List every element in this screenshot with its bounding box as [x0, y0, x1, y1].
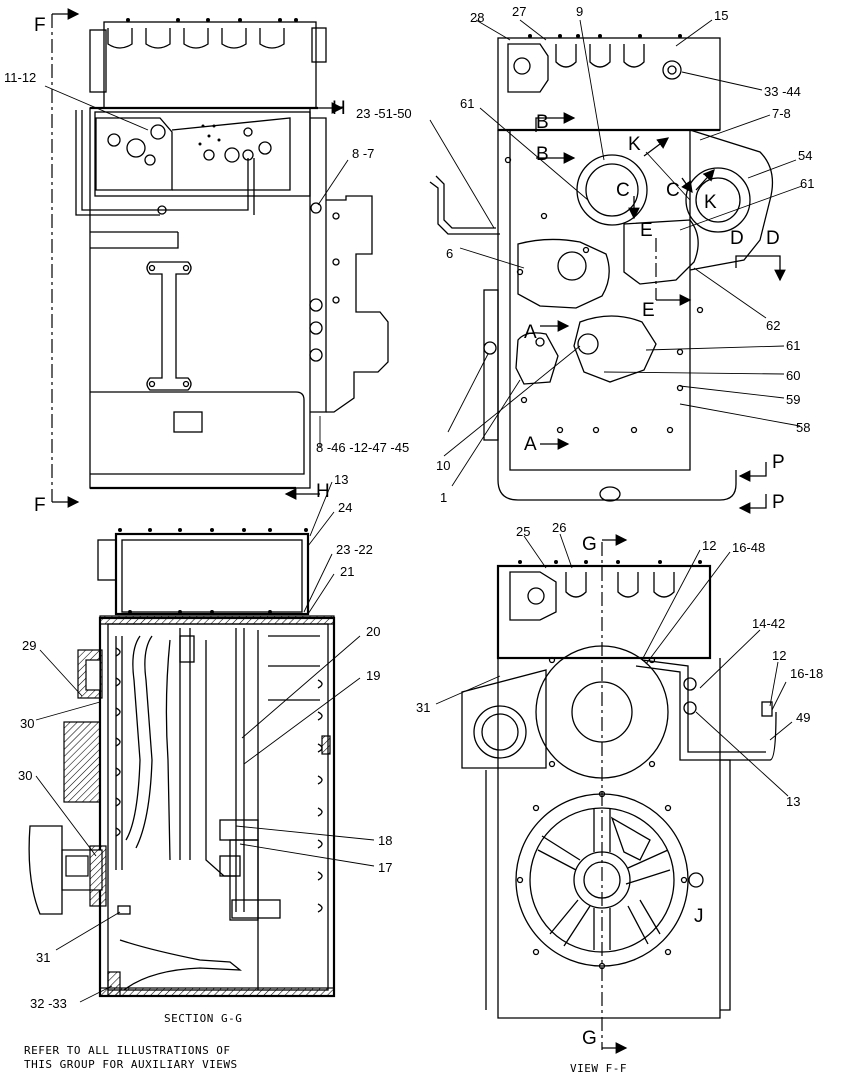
section-letter-d1: D — [730, 228, 744, 249]
callout-32-33: 32 -33 — [30, 996, 67, 1011]
callout-33-44: 33 -44 — [764, 84, 801, 99]
callout-61a: 61 — [460, 96, 474, 111]
section-letter-b1: B — [536, 112, 549, 133]
note-line-2: THIS GROUP FOR AUXILIARY VIEWS — [24, 1058, 238, 1071]
callout-49: 49 — [796, 710, 810, 725]
section-letter-g-bottom: G — [582, 1028, 597, 1049]
section-letter-f-top: F — [34, 15, 46, 36]
section-letter-c2: C — [666, 180, 680, 201]
callout-31-vf: 31 — [416, 700, 430, 715]
callout-16-48: 16-48 — [732, 540, 765, 555]
callout-18: 18 — [378, 833, 392, 848]
callout-27: 27 — [512, 4, 526, 19]
callout-62: 62 — [766, 318, 780, 333]
side-view-top-left: F F H H — [4, 8, 500, 516]
view-f-f: G G J 25 26 12 16-48 14-42 12 16-18 49 3… — [416, 520, 823, 1075]
callout-61b: 61 — [800, 176, 814, 191]
section-letter-j: J — [694, 906, 704, 927]
caption-view-f-f: VIEW F-F — [570, 1062, 627, 1075]
callout-13-gg: 13 — [334, 472, 348, 487]
callout-31-gg: 31 — [36, 950, 50, 965]
section-letter-k1: K — [628, 134, 641, 155]
callout-58: 58 — [796, 420, 810, 435]
section-letter-a1: A — [524, 322, 537, 343]
callout-14-42: 14-42 — [752, 616, 785, 631]
callout-24: 24 — [338, 500, 352, 515]
callout-8-46-12-47-45: 8 -46 -12-47 -45 — [316, 440, 409, 455]
section-letter-g-top: G — [582, 534, 597, 555]
callout-23-51-50: 23 -51-50 — [356, 106, 412, 121]
callout-21: 21 — [340, 564, 354, 579]
callout-61c: 61 — [786, 338, 800, 353]
callout-7-8: 7-8 — [772, 106, 791, 121]
callout-17: 17 — [378, 860, 392, 875]
callout-28: 28 — [470, 10, 484, 25]
callout-20: 20 — [366, 624, 380, 639]
section-letter-k2: K — [704, 192, 717, 213]
callout-30b: 30 — [18, 768, 32, 783]
callout-59: 59 — [786, 392, 800, 407]
callout-16-18: 16-18 — [790, 666, 823, 681]
callout-11-12: 11-12 — [4, 70, 36, 85]
callout-54: 54 — [798, 148, 812, 163]
callout-12a: 12 — [702, 538, 716, 553]
section-g-g-view: 13 24 23 -22 21 20 19 29 30 30 18 17 31 … — [18, 472, 392, 1071]
section-letter-e1: E — [640, 220, 653, 241]
front-view-top-right: B B K K C C E E D D A A P P — [436, 4, 814, 514]
callout-25: 25 — [516, 524, 530, 539]
callout-26: 26 — [552, 520, 566, 535]
section-letter-p1: P — [772, 452, 785, 473]
callout-1: 1 — [440, 490, 447, 505]
callout-30a: 30 — [20, 716, 34, 731]
callout-9: 9 — [576, 4, 583, 19]
callout-29: 29 — [22, 638, 36, 653]
callout-10: 10 — [436, 458, 450, 473]
section-letter-a2: A — [524, 434, 537, 455]
callout-6: 6 — [446, 246, 453, 261]
section-letter-d2: D — [766, 228, 780, 249]
note-line-1: REFER TO ALL ILLUSTRATIONS OF — [24, 1044, 231, 1057]
callout-8-7: 8 -7 — [352, 146, 374, 161]
callout-19: 19 — [366, 668, 380, 683]
section-letter-e2: E — [642, 300, 655, 321]
callout-15: 15 — [714, 8, 728, 23]
section-letter-c1: C — [616, 180, 630, 201]
section-letter-f-bottom: F — [34, 495, 46, 516]
section-letter-p2: P — [772, 492, 785, 513]
section-letter-h-top: H — [332, 98, 346, 119]
caption-section-g-g: SECTION G-G — [164, 1012, 242, 1025]
callout-60: 60 — [786, 368, 800, 383]
section-letter-b2: B — [536, 144, 549, 165]
callout-23-22: 23 -22 — [336, 542, 373, 557]
callout-13-vf: 13 — [786, 794, 800, 809]
callout-12b: 12 — [772, 648, 786, 663]
